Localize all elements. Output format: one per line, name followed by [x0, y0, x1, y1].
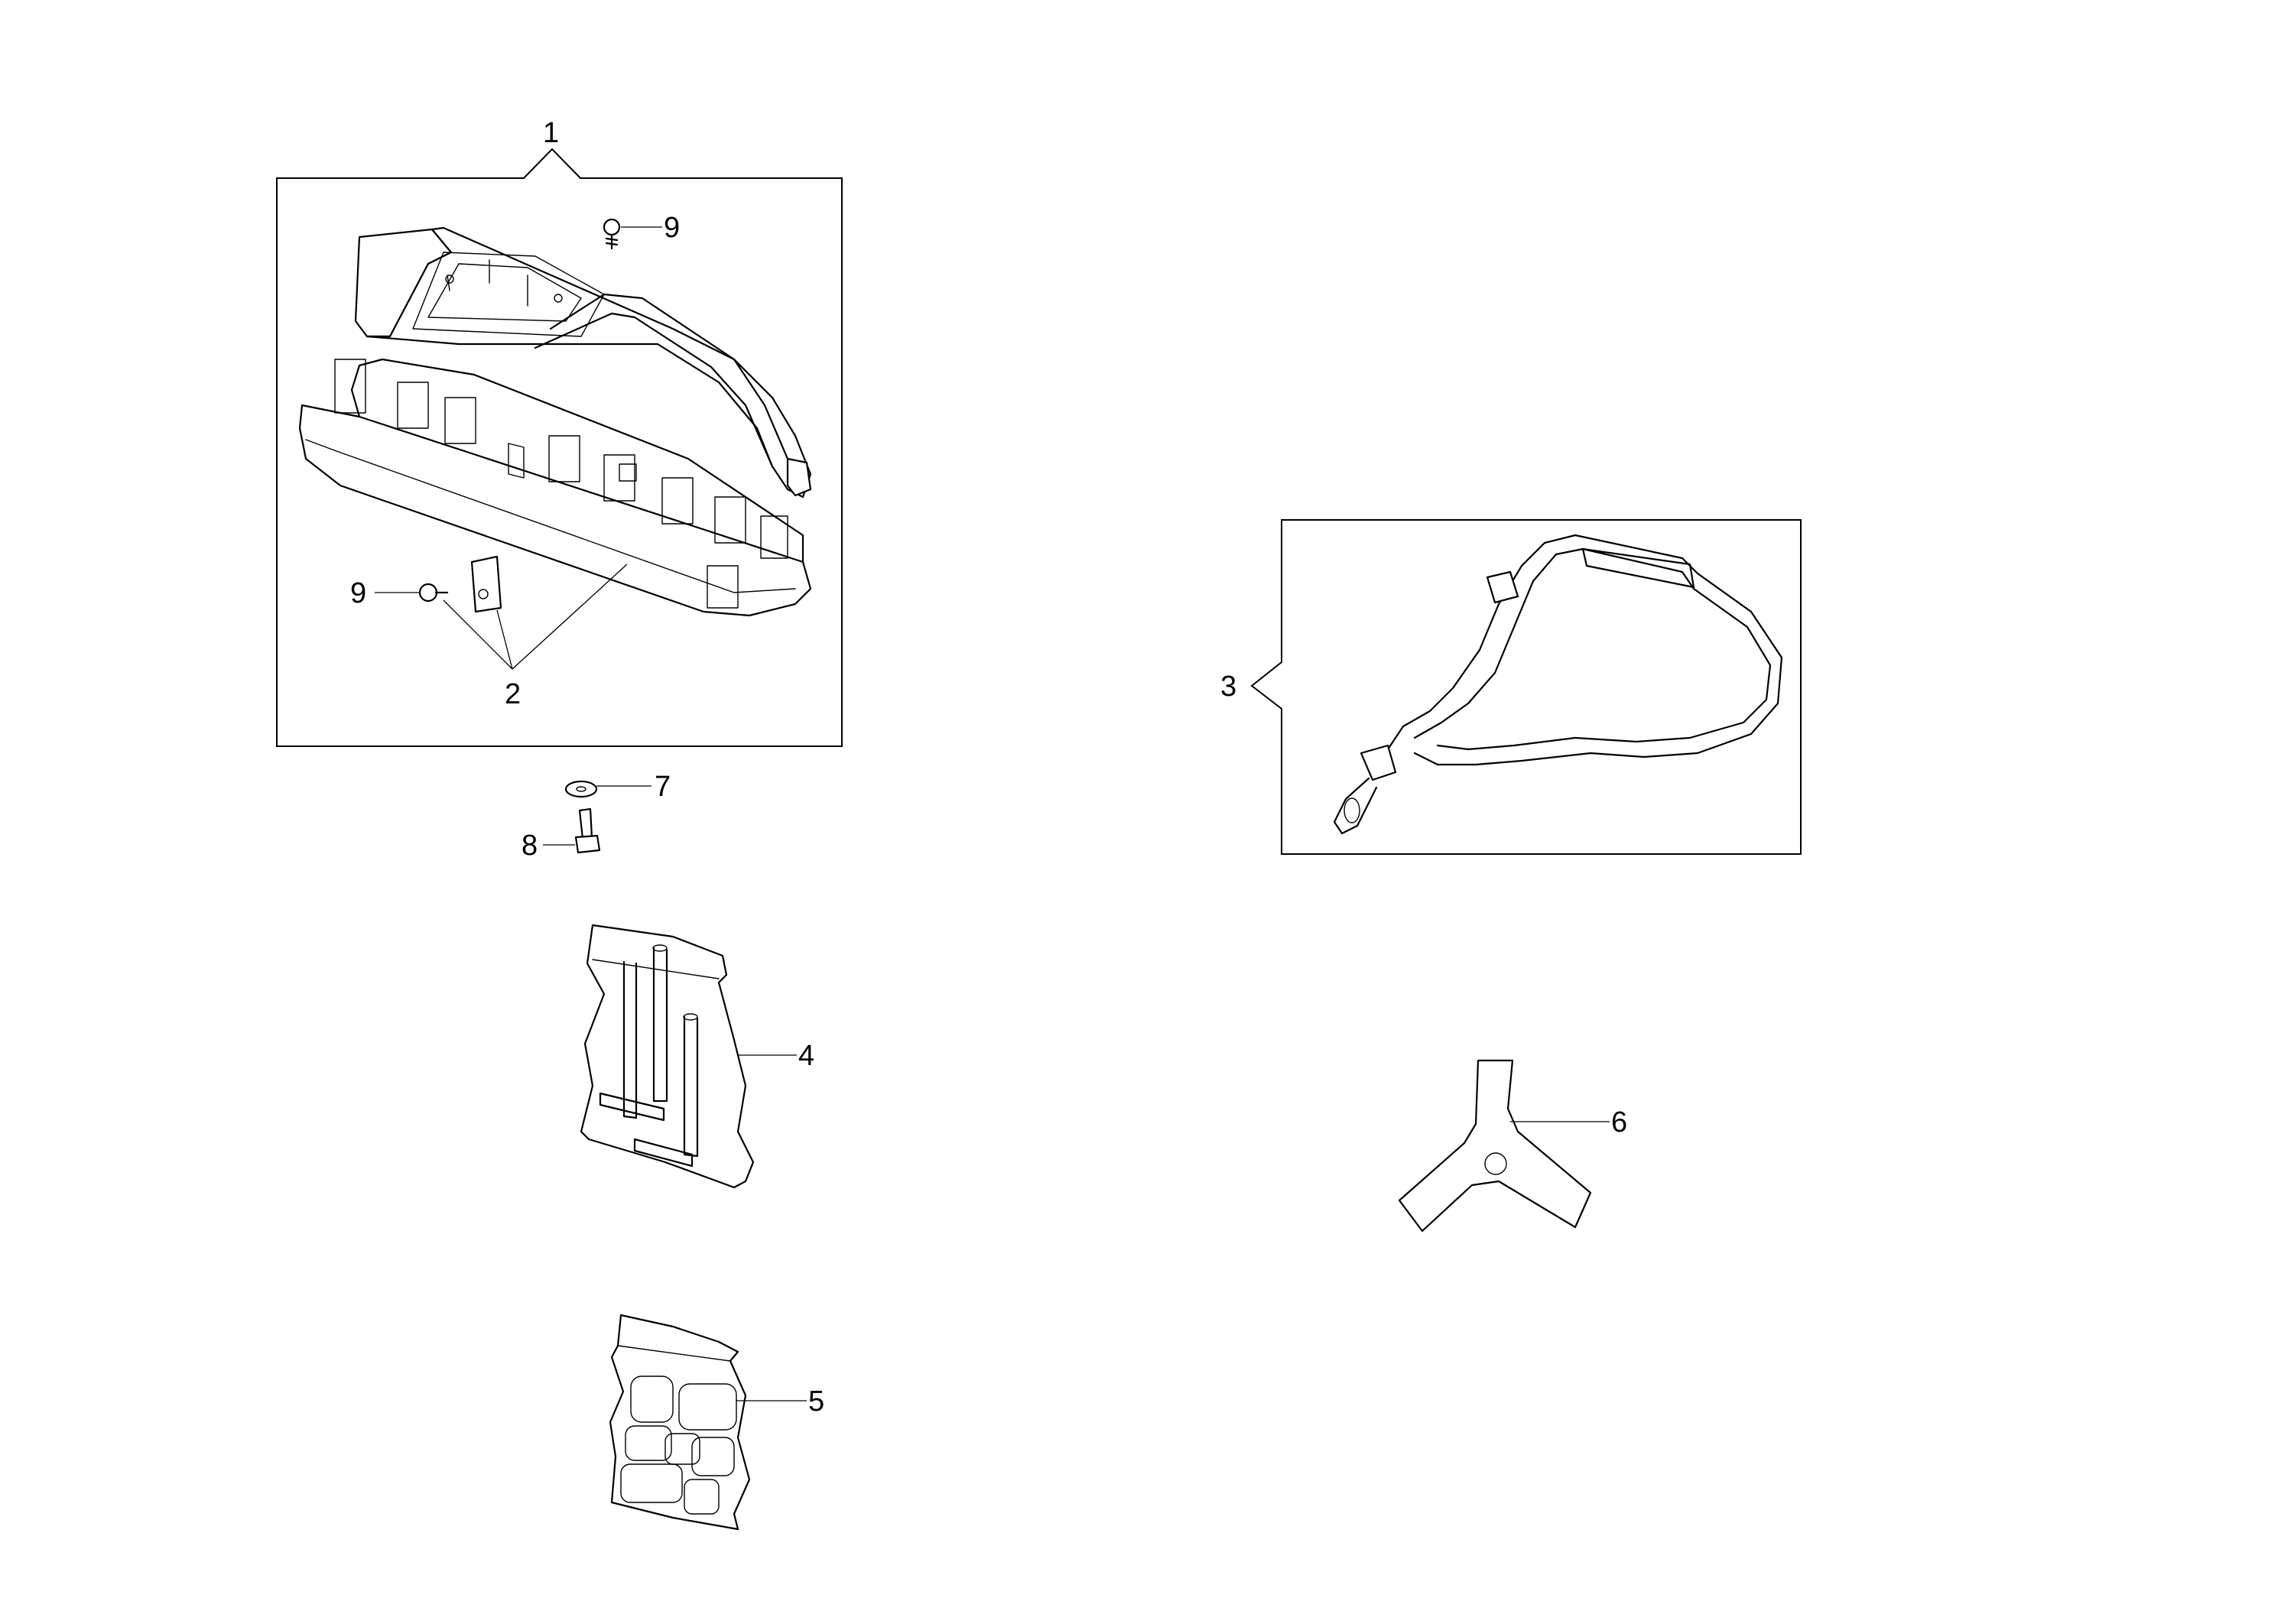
clip-icon	[470, 555, 502, 613]
callout-2[interactable]: 2	[505, 678, 521, 710]
callout-9-top[interactable]: 9	[664, 212, 680, 244]
callout-3[interactable]: 3	[1220, 671, 1236, 703]
callout-5[interactable]: 5	[808, 1385, 824, 1418]
screw-icon	[603, 218, 621, 250]
washer-icon	[564, 780, 598, 798]
tool-set-icon	[580, 924, 755, 1189]
grass-blade-icon	[1398, 1059, 1592, 1233]
callout-9-left[interactable]: 9	[350, 577, 366, 609]
leader-2	[443, 564, 628, 670]
assembly-1-bracket	[276, 148, 843, 747]
callout-7[interactable]: 7	[655, 771, 671, 803]
case-tray	[298, 358, 812, 617]
screw-icon-left	[418, 583, 449, 603]
carrying-case-icon	[354, 226, 812, 499]
callout-4[interactable]: 4	[798, 1040, 814, 1072]
assembly-1-group: 1	[276, 117, 843, 747]
bolt-icon	[574, 807, 601, 854]
callout-1[interactable]: 1	[543, 117, 559, 149]
spare-parts-card-icon	[609, 1314, 751, 1531]
shoulder-harness-icon	[1333, 534, 1783, 835]
assembly-3-group: 3	[1220, 519, 1802, 855]
callout-8[interactable]: 8	[522, 830, 538, 862]
callout-6[interactable]: 6	[1611, 1106, 1627, 1138]
assembly-3-bracket	[1250, 519, 1802, 855]
